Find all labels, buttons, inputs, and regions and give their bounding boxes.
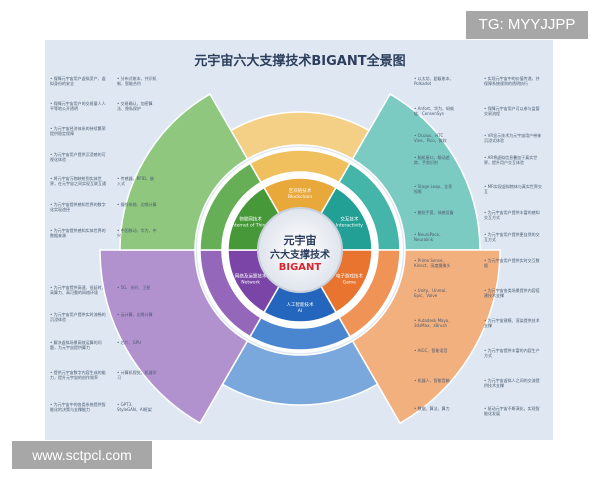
right-notes-item: 为元宇宙建模、渲染提供技术支撑 [484, 318, 542, 328]
left-notes-item: 为元宇宙用户提供沉浸感的可视化体验 [50, 152, 108, 162]
left-examples-item: 芯片、GPU [117, 340, 157, 345]
left-examples-item: 操作系统、边缘计算 [117, 202, 157, 207]
center-line3: BIGANT [278, 262, 322, 273]
right-notes-item: VR显示技术为元宇宙用户带来沉浸式体验 [484, 133, 542, 143]
left-notes-item: 为元宇宙提供高速、低延时、高算力、高可靠的网络环境 [50, 285, 108, 295]
right-notes-item: 驱动元宇宙不断演化，实现智能化发展 [484, 406, 542, 416]
page-title: 元宇宙六大支撑技术BIGANT全景图 [194, 54, 406, 69]
left-notes-item: 保障元宇宙用户的交易量人人平等地公开透明 [50, 101, 108, 111]
middle-segment-5 [199, 162, 263, 251]
left-examples-item: 分布式账本、共识机制、智能合约 [117, 76, 157, 86]
watermark-tg: TG: MYYJJPP [466, 11, 588, 39]
right-examples-item: 数据、算法、算力 [414, 406, 454, 411]
right-notes-item: 为元宇宙提供丰富的内容生产方式 [484, 348, 542, 358]
right-examples-item: Anfort、华为、蚂蚁链、ConsenSys [414, 106, 454, 116]
left-examples-item: 传感器、RFID、嵌入式 [117, 176, 157, 186]
left-notes-item: 为元宇宙中的各类系统提供智能化的决策与支撑能力 [50, 402, 108, 412]
outer-segment-4 [99, 249, 249, 425]
segment-label-en: Blockchain [288, 194, 313, 200]
outer-segment-5 [119, 93, 249, 251]
right-examples-item: Unity、Unreal、Epic、Valve [414, 288, 454, 298]
segment-label-en: Internet of Things [231, 223, 272, 229]
right-notes-item: AR将虚拟信息叠加于真实世界，提升用户交互体验 [484, 155, 542, 165]
watermark-url: www.sctpcl.com [12, 441, 152, 469]
left-examples-item: 中国移动、华为、中兴 [117, 228, 157, 238]
right-examples-item: NeuroPace、Neuralink [414, 232, 454, 242]
right-examples-item: Autodesk Maya、3dsMax、zBrush [414, 318, 454, 328]
right-notes-item: 为元宇宙虚拟人之间的交流提供技术支撑 [484, 378, 542, 388]
segment-label-en: Game [343, 280, 357, 286]
left-notes-item: 将元宇宙万物映射到实体世界，在元宇宙之间实现互联互通 [50, 176, 108, 186]
segment-label-cn: 网络及运算技术 [235, 273, 267, 280]
right-examples-item: 以太坊、超级账本、Polkadot [414, 76, 454, 86]
right-notes-item: 保障元宇宙用户可以参与监管交易流程 [484, 106, 542, 116]
right-examples-item: 脑机接口、眼动追踪、手势识别 [414, 155, 454, 165]
left-examples-item: 交易确认、加密算法、隐私保护 [117, 101, 157, 111]
right-notes-item: 为元宇宙各类场景提供内容搭建技术支撑 [484, 288, 542, 298]
segment-label-cn: 电子游戏技术 [336, 273, 363, 280]
segment-label-cn: 区块链技术 [289, 187, 312, 194]
center-disc [257, 207, 343, 293]
left-notes-item: 为元宇宙用户提供实时流畅的沉浸体验 [50, 312, 108, 322]
right-examples-item: Stage Leap、全息投影 [414, 184, 454, 194]
right-examples-item: 机器人、智能音箱 [414, 378, 454, 383]
right-examples-item: AIGC、智能语音 [414, 348, 454, 353]
right-notes-item: 为元宇宙用户提供丰富的感知交互方式 [484, 210, 542, 220]
left-examples-item: 云计算、边缘计算 [117, 312, 157, 317]
right-notes-item: 为元宇宙用户提供实时交互数据 [484, 258, 542, 268]
outer-segment-2 [351, 249, 501, 425]
left-notes-item: 为元宇宙提供感知实体世界的数据来源 [50, 228, 108, 238]
left-examples-item: 计算机视觉、机器学习 [117, 370, 157, 380]
right-examples-item: Prime Sense、Kinect、深度摄像头 [414, 258, 454, 268]
right-examples-item: 触觉手套、体感设备 [414, 210, 454, 215]
right-notes-item: 为元宇宙用户提供更自然的交互方式 [484, 232, 542, 242]
center-line2: 六大支撑技术 [270, 250, 330, 261]
segment-label-en: AI [298, 308, 302, 314]
left-notes-item: 提供元宇宙数字内容生成的能力，提升元宇宙的创作效率 [50, 370, 108, 380]
segment-label-cn: 交互技术 [340, 216, 358, 223]
left-examples-item: 5G、光纤、卫星 [117, 285, 157, 290]
left-examples-item: GPT3、StyleGAN、AI框架 [117, 402, 157, 412]
right-examples-item: Oculus、HTC Vive、Pico、微软 [414, 133, 454, 143]
segment-label-cn: 物联网技术 [239, 216, 262, 223]
left-notes-item: 保障元宇宙用户虚拟资产、虚拟身份的安全 [50, 76, 108, 86]
segment-label-en: Network [241, 280, 260, 286]
segment-label-cn: 人工智能技术 [287, 301, 314, 308]
left-notes-item: 解决虚拟场景高效运算的问题，为元宇宙提供算力 [50, 340, 108, 350]
center-line1: 元宇宙 [283, 234, 317, 247]
right-notes-item: MR实现虚拟物体与真实世界交互 [484, 184, 542, 194]
left-notes-item: 为元宇宙提供感知世界的数字化实现途径 [50, 202, 108, 212]
segment-label-en: Interactivity [336, 223, 363, 229]
left-notes-item: 为元宇宙经济体系的持续繁荣提供稳定保障 [50, 126, 108, 136]
right-notes-item: 实现元宇宙中的价值传递，并保障系统规则的透明执行 [484, 76, 542, 86]
